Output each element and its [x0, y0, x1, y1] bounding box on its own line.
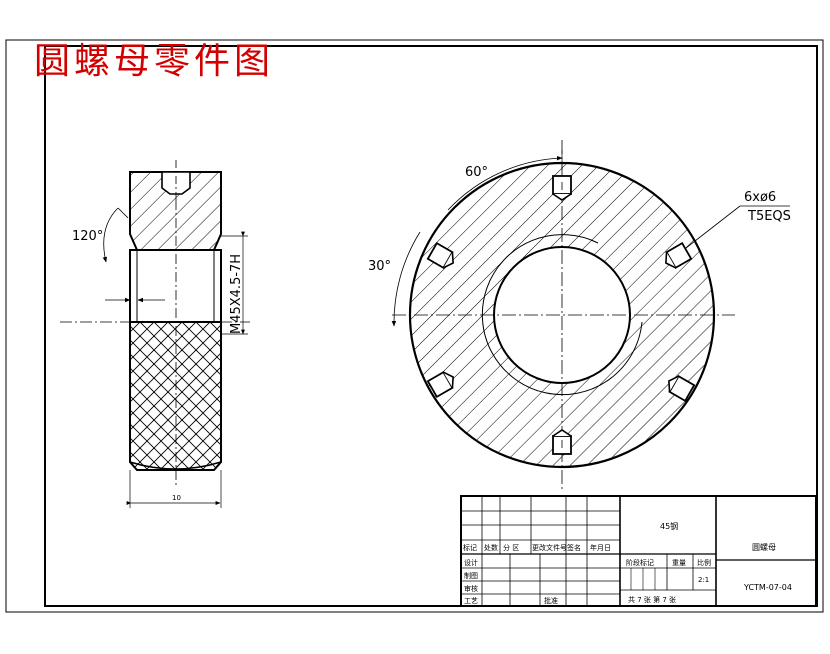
thread-band	[129, 249, 222, 323]
side-section-view: M45X4.5-7H 120° 10	[60, 160, 250, 508]
material-value: 45钢	[660, 521, 678, 531]
slot-hole-lower-left	[426, 370, 454, 399]
rev-header-count: 处数	[484, 543, 498, 552]
width-dim-label: 10	[172, 494, 181, 502]
drawing-number-value: YCTM-07-04	[743, 583, 792, 592]
front-ring-view: 60° 30° 6xø6 T5EQS	[368, 140, 791, 490]
role-review-label: 审核	[464, 584, 478, 593]
part-name-value: 圆螺母	[752, 542, 776, 552]
stage-mark-label: 阶段标记	[626, 558, 654, 567]
rev-header-mark: 标记	[463, 543, 477, 552]
sheet-outer-border	[5, 39, 824, 613]
angle-60-label: 60°	[465, 165, 488, 180]
angle-30-arc	[391, 231, 421, 327]
sheet-inner-frame	[44, 45, 818, 607]
rev-header-docno: 更改文件号	[532, 543, 567, 552]
weight-label: 重量	[672, 559, 686, 567]
title-block: 45钢 圆螺母 YCTM-07-04 标记 处数 分 区 更改文件号 签名 年月…	[460, 495, 817, 607]
slot-hole-upper-right	[665, 241, 693, 270]
role-drafting-label: 制图	[464, 571, 478, 580]
angle-60-arc	[447, 155, 563, 211]
slot-hole-upper-left	[426, 241, 454, 270]
rev-header-date: 年月日	[590, 543, 611, 552]
angle-30-label: 30°	[368, 259, 391, 274]
hole-spec-label: 6xø6	[744, 190, 776, 205]
slot-hole-top	[552, 175, 572, 201]
drawing-title: 圆螺母零件图	[34, 41, 274, 82]
hole-depth-label: T5EQS	[747, 209, 791, 224]
knurled-lower-part	[129, 321, 222, 471]
role-design-label: 设计	[464, 558, 478, 567]
rev-header-zone: 分 区	[503, 543, 519, 552]
chamfer-angle-label: 120°	[72, 229, 103, 244]
thread-spec-label: M45X4.5-7H	[229, 254, 244, 334]
sheet-info: 共 7 张 第 7 张	[628, 595, 676, 604]
scale-label: 比例	[697, 558, 711, 567]
rev-header-sign: 签名	[567, 543, 581, 552]
thread-root-arc	[481, 234, 643, 396]
role-approve-label: 批准	[544, 596, 558, 605]
slot-hole-bottom	[552, 429, 572, 455]
scale-value: 2:1	[698, 576, 709, 584]
slot-hole-lower-right	[668, 374, 696, 403]
role-process-label: 工艺	[464, 597, 478, 605]
